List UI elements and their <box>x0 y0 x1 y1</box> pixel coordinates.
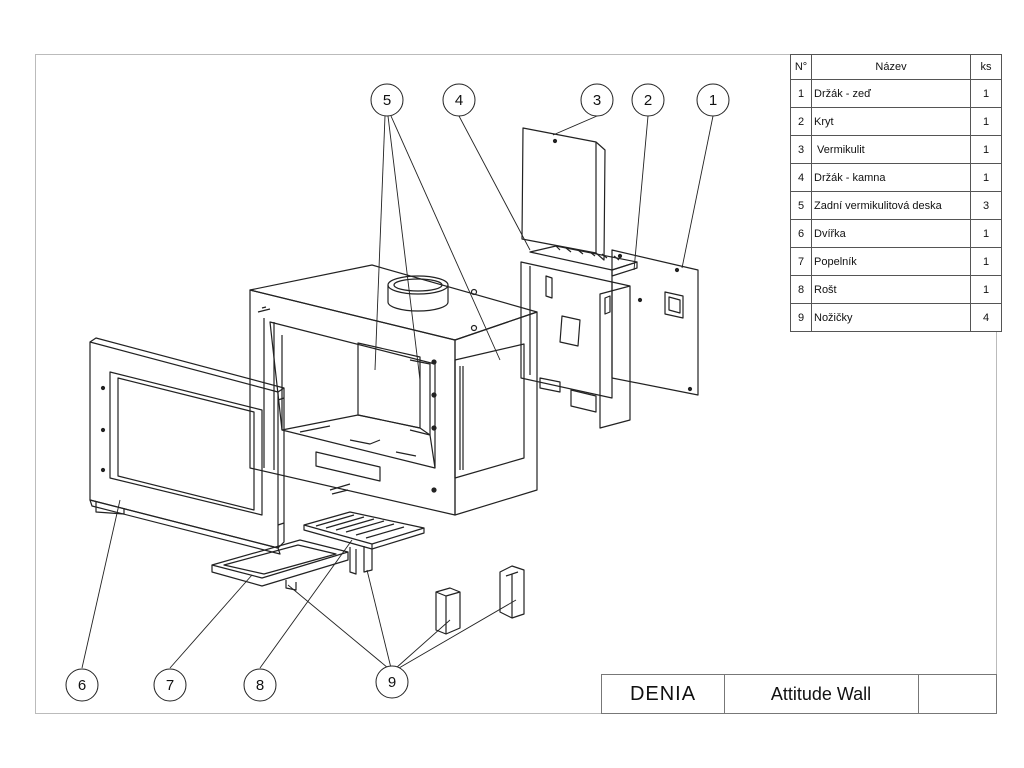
firebox-body <box>249 264 538 516</box>
table-row: 4 Držák - kamna 1 <box>790 163 1002 192</box>
part-2-cover <box>529 245 638 277</box>
callout-2: 2 <box>644 92 652 109</box>
row-name: Kryt <box>811 107 971 136</box>
callout-9: 9 <box>388 674 396 691</box>
part-8-grate <box>303 511 425 575</box>
row-no: 1 <box>790 79 812 108</box>
part-7-ash-pan <box>211 539 349 591</box>
table-row: 2 Kryt 1 <box>790 107 1002 136</box>
table-row: 6 Dvířka 1 <box>790 219 1002 248</box>
title-block-empty-cell <box>918 675 996 713</box>
parts-list-table: N° Název ks 1 Držák - zeď 1 2 Kryt 1 3 V… <box>790 54 1002 332</box>
callout-4: 4 <box>455 92 463 109</box>
row-qty: 1 <box>970 135 1002 164</box>
header-name: Název <box>811 54 971 80</box>
part-4-stove-bracket <box>520 261 631 429</box>
row-no: 2 <box>790 107 812 136</box>
company-name: DENIA <box>602 675 725 713</box>
row-qty: 1 <box>970 107 1002 136</box>
callout-7: 7 <box>166 677 174 694</box>
callout-1: 1 <box>709 92 717 109</box>
row-qty: 1 <box>970 219 1002 248</box>
row-qty: 4 <box>970 303 1002 332</box>
part-6-door <box>89 337 285 555</box>
row-no: 6 <box>790 219 812 248</box>
row-no: 4 <box>790 163 812 192</box>
parts-list-header: N° Název ks <box>790 54 1002 80</box>
row-name: Držák - zeď <box>811 79 971 108</box>
part-3-vermiculite <box>521 127 606 261</box>
row-no: 3 <box>790 135 812 164</box>
callout-6: 6 <box>78 677 86 694</box>
callout-balloons <box>65 83 730 702</box>
title-block: DENIA Attitude Wall <box>601 674 997 714</box>
table-row: 8 Rošt 1 <box>790 275 1002 304</box>
callout-3: 3 <box>593 92 601 109</box>
row-no: 7 <box>790 247 812 276</box>
row-name: Dvířka <box>811 219 971 248</box>
drawing-frame <box>35 54 997 714</box>
row-name: Držák - kamna <box>811 163 971 192</box>
row-name: Zadní vermikulitová deska <box>811 191 971 220</box>
product-name: Attitude Wall <box>724 675 919 713</box>
row-name: Rošt <box>811 275 971 304</box>
row-qty: 1 <box>970 163 1002 192</box>
row-no: 9 <box>790 303 812 332</box>
row-qty: 3 <box>970 191 1002 220</box>
row-name: Vermikulit <box>811 135 971 164</box>
table-row: 3 Vermikulit 1 <box>790 135 1002 164</box>
callout-8: 8 <box>256 677 264 694</box>
table-row: 5 Zadní vermikulitová deska 3 <box>790 191 1002 220</box>
row-no: 8 <box>790 275 812 304</box>
row-qty: 1 <box>970 275 1002 304</box>
table-row: 7 Popelník 1 <box>790 247 1002 276</box>
row-name: Popelník <box>811 247 971 276</box>
part-9-legs <box>435 565 525 635</box>
row-no: 5 <box>790 191 812 220</box>
callout-5: 5 <box>383 92 391 109</box>
row-name: Nožičky <box>811 303 971 332</box>
table-row: 1 Držák - zeď 1 <box>790 79 1002 108</box>
header-no: N° <box>790 54 812 80</box>
table-row: 9 Nožičky 4 <box>790 303 1002 332</box>
leader-lines <box>81 115 714 669</box>
row-qty: 1 <box>970 247 1002 276</box>
header-qty: ks <box>970 54 1002 80</box>
row-qty: 1 <box>970 79 1002 108</box>
